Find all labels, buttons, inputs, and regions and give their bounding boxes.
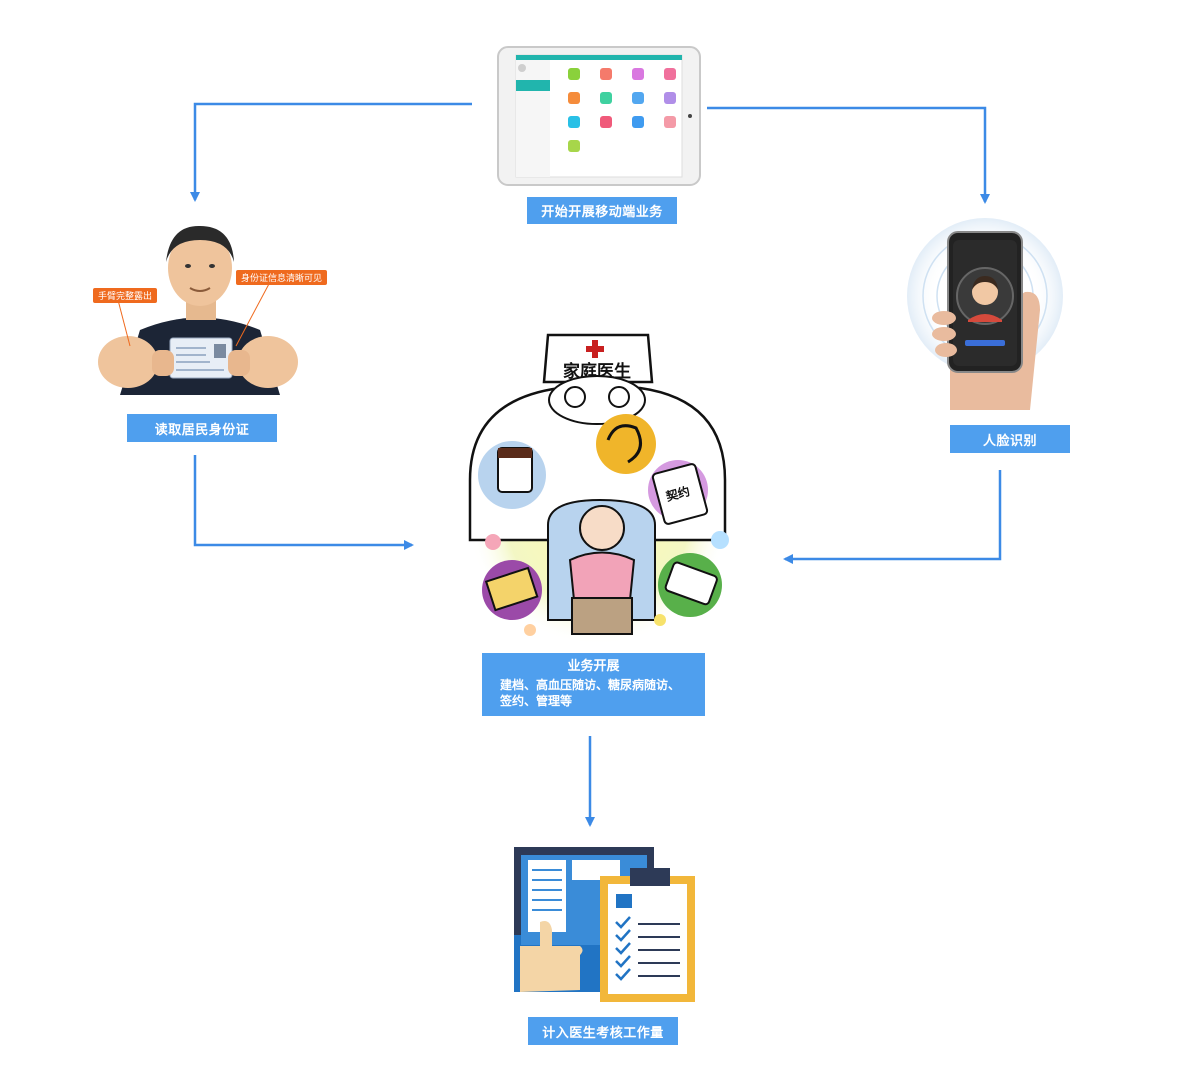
business-detail-2: 签约、管理等 — [500, 694, 573, 708]
arrow-idcard-to-business — [193, 455, 414, 550]
business-title: 业务开展 — [567, 659, 620, 674]
arrow-face-to-business — [783, 470, 1002, 564]
tablet-icon — [497, 46, 701, 186]
arrow-tablet-to-face — [707, 106, 990, 204]
step-workload-label: 计入医生考核工作量 — [528, 1017, 678, 1045]
face-scan-phone-icon — [907, 218, 1063, 410]
step-mobile-label: 开始开展移动端业务 — [527, 197, 677, 224]
id-card-person-icon — [98, 225, 298, 395]
arrow-tablet-to-idcard — [190, 102, 472, 202]
business-detail-1: 建档、高血压随访、糖尿病随访、 — [500, 678, 681, 692]
contract-text: 契约 — [663, 483, 691, 504]
step-business-label: 业务开展 建档、高血压随访、糖尿病随访、 签约、管理等 — [482, 653, 705, 716]
family-doctor-illustration: 家庭医生 契约 — [468, 333, 729, 645]
step-idcard-label: 读取居民身份证 — [127, 414, 277, 442]
workload-report-icon — [514, 847, 695, 1002]
callout-arm: 手臂完整露出 — [93, 288, 158, 303]
callout-idinfo: 身份证信息清晰可见 — [236, 270, 328, 285]
step-face-label: 人脸识别 — [950, 425, 1070, 453]
